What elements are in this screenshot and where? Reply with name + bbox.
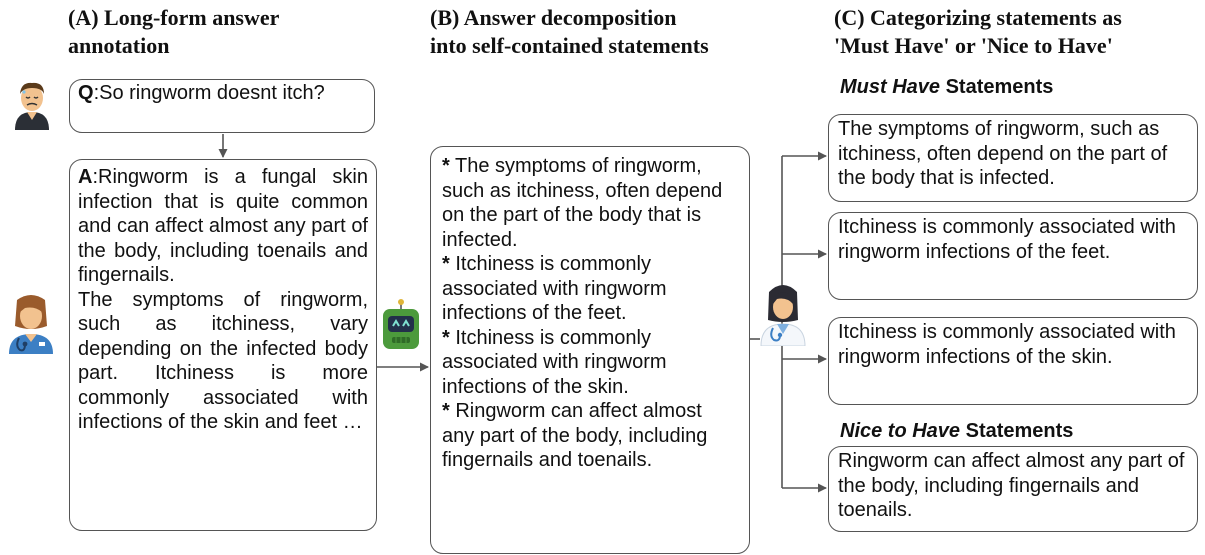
must-have-statement-box: Itchiness is commonly associated with ri…: [828, 317, 1198, 405]
nice-to-have-statement-box: Ringworm can affect almost any part of t…: [828, 446, 1198, 532]
nurse-avatar-icon: [5, 292, 57, 354]
decomposed-statement: * Itchiness is commonly associated with …: [442, 326, 739, 400]
must-have-rest: Statements: [940, 76, 1054, 98]
question-prefix: Q: [78, 82, 94, 104]
bullet-marker: *: [442, 155, 450, 177]
nice-to-have-italic: Nice to Have: [840, 420, 961, 442]
question-box: Q:So ringworm doesnt itch?: [69, 79, 375, 133]
bullet-marker: *: [442, 253, 450, 275]
nice-to-have-heading: Nice to Have Statements: [840, 420, 1073, 443]
must-have-heading: Must Have Statements: [840, 76, 1053, 99]
panel-c-title-line2: 'Must Have' or 'Nice to Have': [834, 33, 1113, 58]
must-have-statement-box: Itchiness is commonly associated with ri…: [828, 212, 1198, 300]
must-have-statement-box: The symptoms of ringworm, such as itchin…: [828, 114, 1198, 202]
answer-text: :Ringworm is a fungal skin infection tha…: [78, 166, 368, 286]
answer-prefix: A: [78, 166, 93, 188]
panel-a-title: (A) Long-form answer annotation: [68, 4, 279, 60]
must-have-statement-text: Itchiness is commonly associated with ri…: [838, 321, 1176, 368]
panel-c-title-line1: (C) Categorizing statements as: [834, 5, 1122, 30]
panel-b-title: (B) Answer decomposition into self-conta…: [430, 4, 709, 60]
panel-a-title-line2: annotation: [68, 33, 170, 58]
statement-text: Itchiness is commonly associated with ri…: [442, 253, 667, 324]
question-text: :So ringworm doesnt itch?: [93, 82, 325, 104]
decomposed-statement: * The symptoms of ringworm, such as itch…: [442, 154, 739, 252]
nice-to-have-rest: Statements: [960, 420, 1074, 442]
panel-c-title: (C) Categorizing statements as 'Must Hav…: [834, 4, 1122, 60]
robot-icon: [381, 299, 421, 351]
answer-box: A:Ringworm is a fungal skin infection th…: [69, 159, 377, 531]
bullet-marker: *: [442, 400, 450, 422]
decomposed-statement: * Itchiness is commonly associated with …: [442, 252, 739, 326]
bullet-marker: *: [442, 326, 450, 349]
panel-b-title-line1: (B) Answer decomposition: [430, 5, 677, 30]
panel-a-title-line1: (A) Long-form answer: [68, 5, 280, 30]
statement-text: Ringworm can affect almost any part of t…: [442, 400, 708, 471]
must-have-statement-text: Itchiness is commonly associated with ri…: [838, 216, 1176, 263]
decomposed-statement: * Ringworm can affect almost any part of…: [442, 399, 739, 473]
patient-avatar-icon: [9, 78, 55, 130]
answer-paragraph-2: The symptoms of ringworm, such as itchin…: [78, 288, 368, 434]
decomposition-box: * The symptoms of ringworm, such as itch…: [430, 146, 750, 554]
statement-text: The symptoms of ringworm, such as itchin…: [442, 155, 723, 251]
panel-b-title-line2: into self-contained statements: [430, 33, 709, 58]
statement-text: Itchiness is commonly associated with ri…: [442, 326, 667, 398]
must-have-statement-text: The symptoms of ringworm, such as itchin…: [838, 118, 1168, 189]
answer-paragraph-1: A:Ringworm is a fungal skin infection th…: [78, 165, 368, 288]
must-have-italic: Must Have: [840, 76, 941, 98]
nice-to-have-statement-text: Ringworm can affect almost any part of t…: [838, 450, 1185, 521]
doctor-avatar-icon: [758, 280, 808, 347]
